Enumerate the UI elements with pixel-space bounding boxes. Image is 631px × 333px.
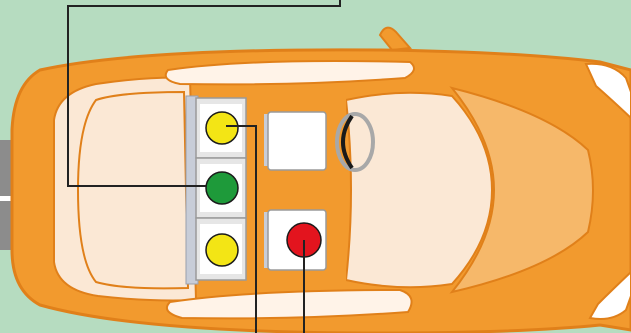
rear-right-occupant-yellow [205, 111, 239, 145]
front-passenger-seat [267, 111, 327, 171]
steering-wheel-grey [335, 112, 375, 172]
headlight-left [588, 270, 631, 320]
steering-wheel-black [341, 114, 354, 170]
windshield [449, 86, 594, 294]
leader-line-rear-right [226, 125, 257, 333]
cropped-caption [60, 0, 340, 5]
antenna-fin [378, 26, 413, 52]
headlight-right [584, 62, 631, 120]
top-roof-window [164, 60, 415, 86]
rear-seat-cushion [76, 90, 190, 290]
leader-line-top-left [67, 0, 341, 187]
bottom-roof-window [166, 288, 413, 320]
front-interior [344, 91, 494, 289]
bumper-stripe [0, 196, 16, 201]
rear-middle-occupant-green [205, 171, 239, 205]
rear-left-occupant-yellow [205, 233, 239, 267]
